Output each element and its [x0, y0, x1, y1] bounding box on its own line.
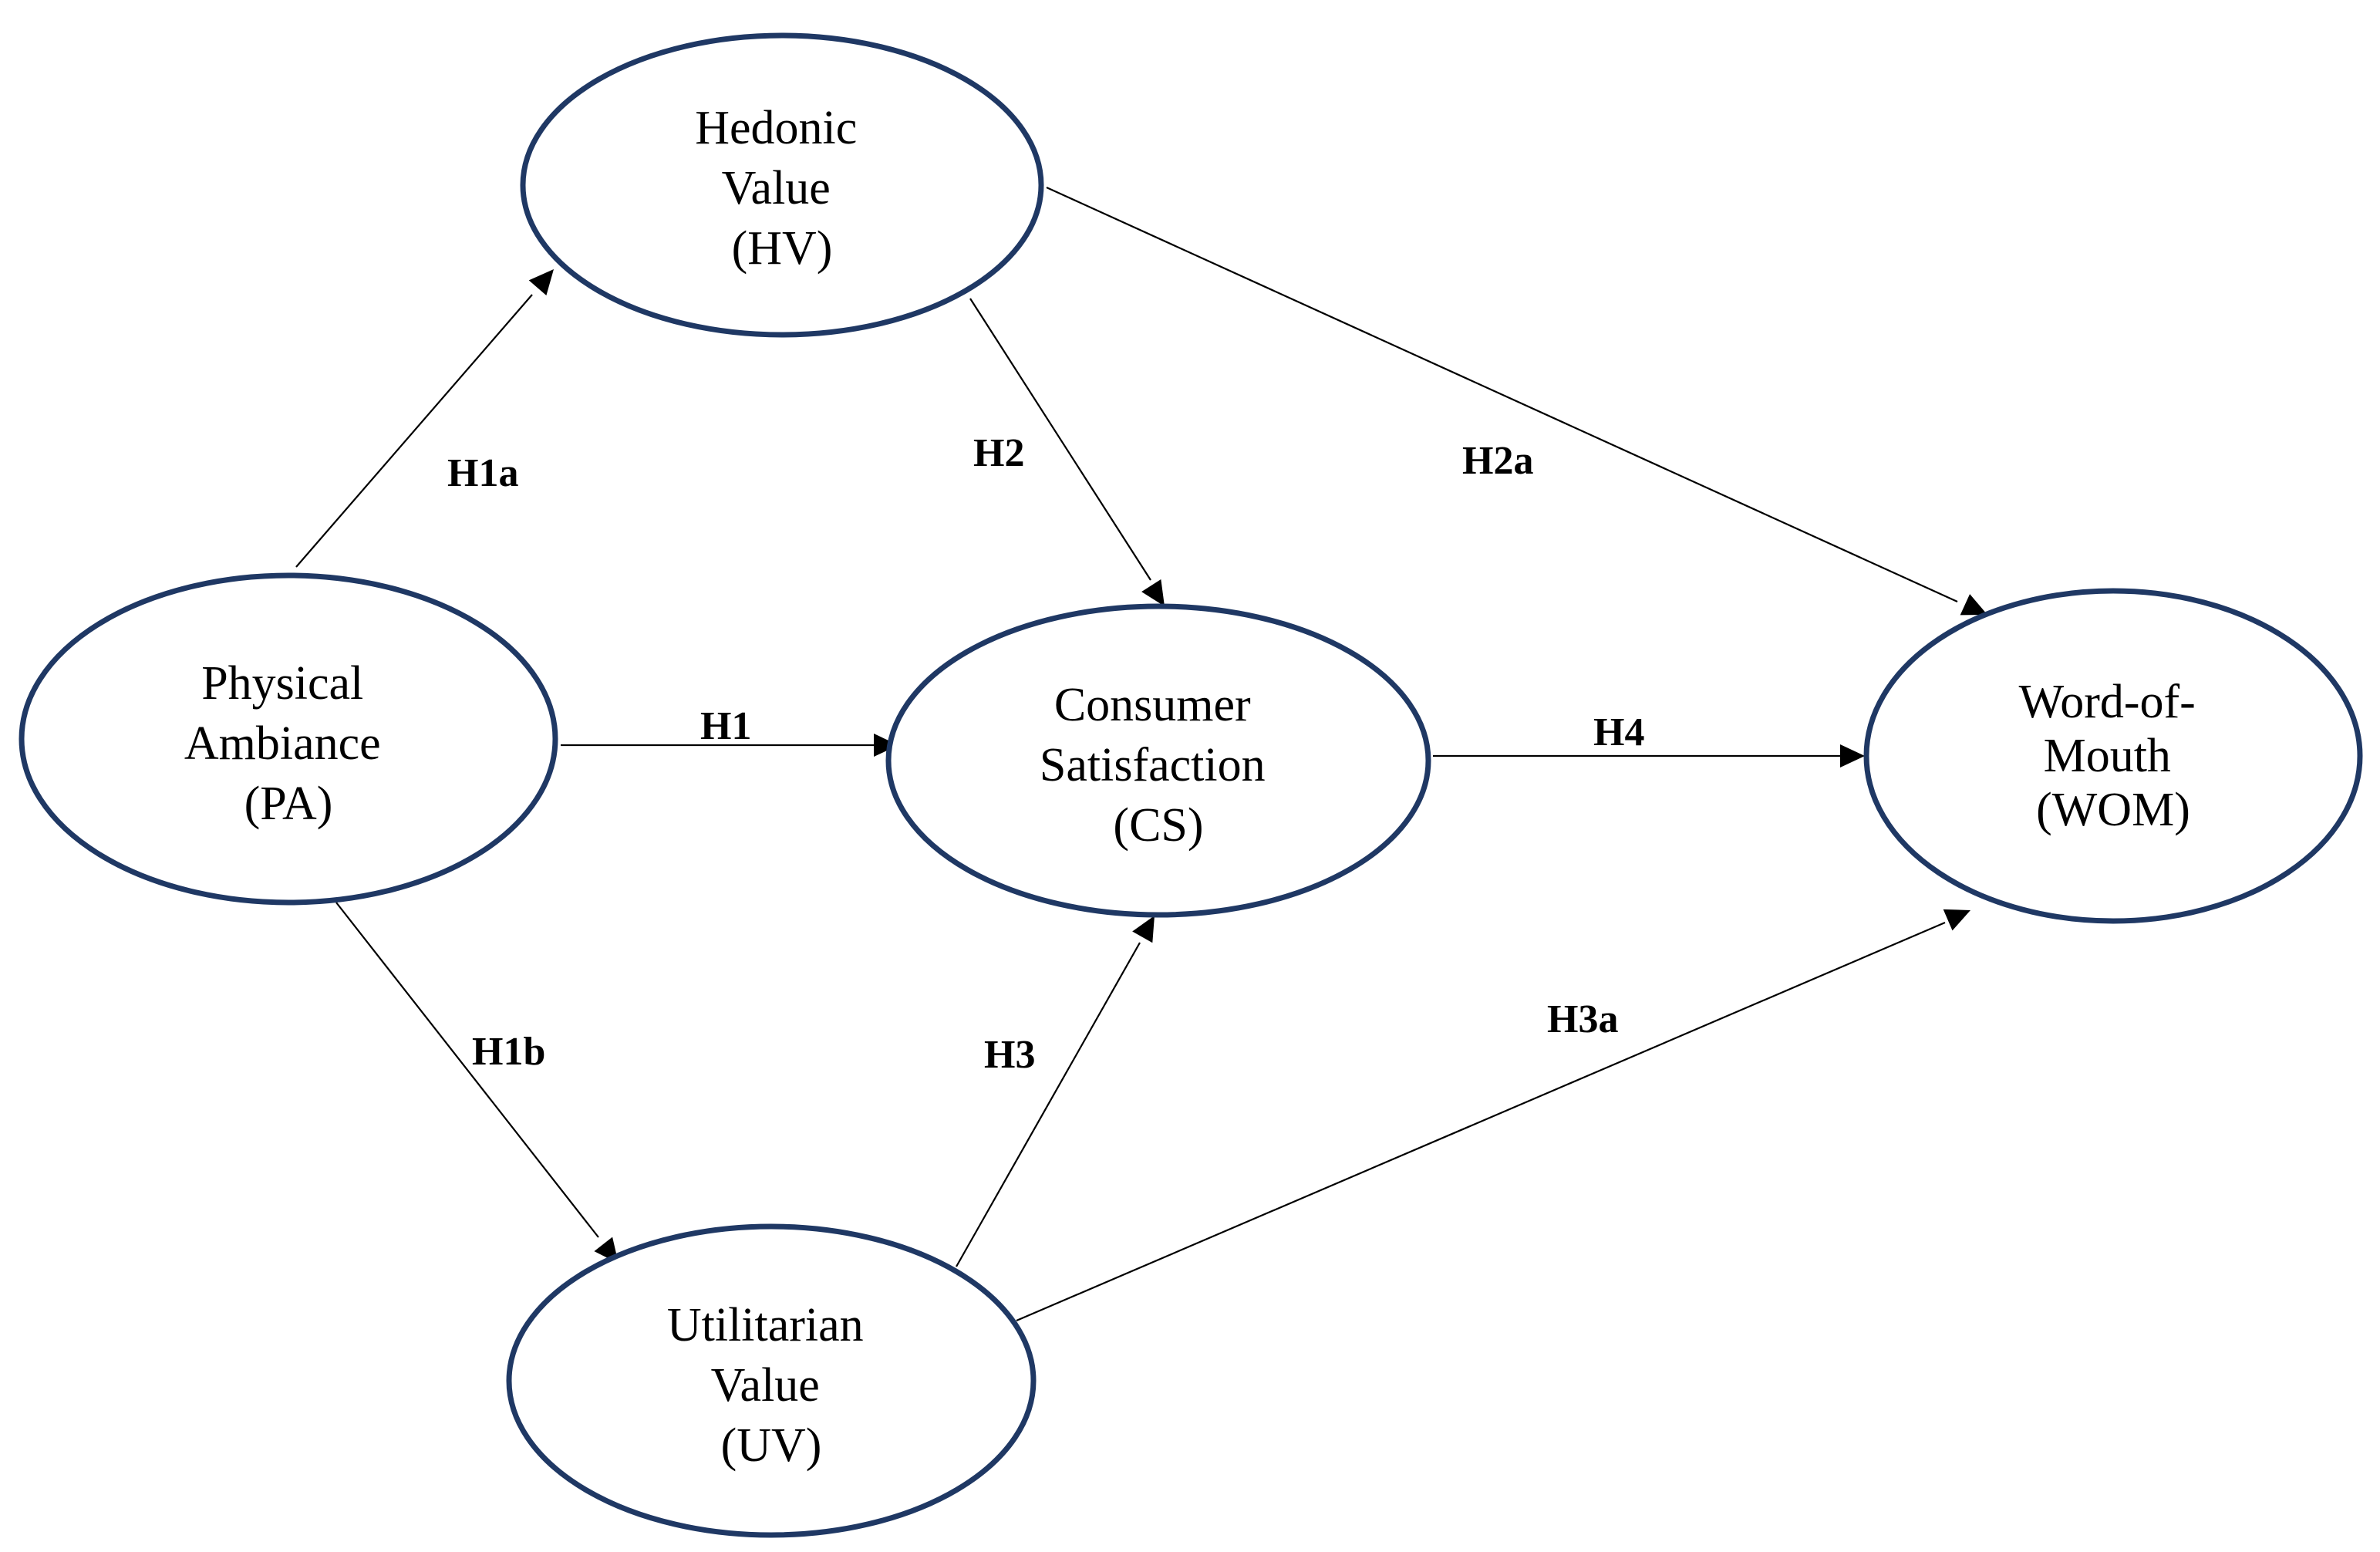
- arrowhead-h1: [874, 734, 898, 757]
- node-label-wom: Word-of- Mouth (WOM): [2019, 676, 2208, 836]
- edge-label-h4: H4: [1593, 710, 1644, 754]
- edge-h2: [969, 298, 1165, 606]
- arrowhead-h1a: [528, 269, 554, 296]
- node-label-line: Mouth: [2044, 730, 2171, 782]
- node-utilitarian-value: Utilitarian Value (UV): [506, 1223, 1037, 1538]
- arrow-line-h2a: [1046, 186, 1958, 603]
- node-label-line: (UV): [721, 1419, 822, 1472]
- node-label-line: Value: [722, 162, 831, 214]
- node-label-line: (PA): [244, 778, 333, 830]
- node-ellipse-uv: [506, 1223, 1037, 1538]
- arrow-line-h3a: [1016, 921, 1946, 1322]
- node-label-line: Satisfaction: [1040, 739, 1266, 791]
- node-label-line: (WOM): [2036, 784, 2190, 836]
- arrowhead-h2a: [1960, 594, 1987, 616]
- edge-label-h1b: H1b: [472, 1030, 545, 1074]
- arrowhead-h4: [1840, 744, 1865, 768]
- arrowhead-h2: [1141, 579, 1165, 606]
- edge-h1a: [295, 269, 554, 568]
- arrow-line-h1a: [295, 294, 533, 568]
- node-label-pa: Physical Ambiance (PA): [184, 657, 393, 830]
- node-label-hv: Hedonic Value (HV): [695, 102, 869, 275]
- edge-label-h3a: H3a: [1547, 997, 1618, 1041]
- node-label-line: Value: [711, 1359, 820, 1412]
- arrow-line-h1b: [335, 902, 599, 1238]
- arrowhead-h3: [1132, 916, 1155, 943]
- edge-h1b: [335, 902, 619, 1264]
- node-label-line: (CS): [1113, 799, 1203, 852]
- node-ellipse-cs: [885, 603, 1431, 918]
- arrowhead-h3a: [1943, 909, 1970, 931]
- edge-label-h1: H1: [700, 704, 751, 748]
- node-label-line: Word-of-: [2019, 676, 2196, 728]
- arrow-line-h2: [969, 298, 1151, 581]
- node-label-uv: Utilitarian Value (UV): [667, 1299, 875, 1472]
- node-ellipse-wom: [1863, 588, 2363, 924]
- edge-h2a: [1046, 186, 1987, 616]
- node-hedonic-value: Hedonic Value (HV): [520, 32, 1044, 338]
- edge-h3a: [1016, 909, 1970, 1322]
- edge-label-h2a: H2a: [1462, 439, 1533, 483]
- node-ellipse-hv: [520, 32, 1044, 338]
- node-label-line: Ambiance: [184, 717, 381, 770]
- edge-h1: [561, 734, 898, 757]
- node-label-line: (HV): [732, 222, 833, 275]
- edge-label-h3: H3: [984, 1033, 1035, 1077]
- node-label-cs: Consumer Satisfaction (CS): [1040, 679, 1277, 852]
- node-ellipse-pa: [19, 572, 558, 906]
- edge-h3: [956, 916, 1155, 1267]
- node-physical-ambiance: Physical Ambiance (PA): [19, 572, 558, 906]
- arrow-line-h3: [956, 942, 1141, 1267]
- node-label-line: Utilitarian: [667, 1299, 864, 1351]
- edge-label-h1a: H1a: [447, 451, 518, 495]
- node-word-of-mouth: Word-of- Mouth (WOM): [1863, 588, 2363, 924]
- edge-h4: [1433, 744, 1865, 768]
- node-label-line: Physical: [201, 657, 363, 710]
- edge-label-h2: H2: [973, 431, 1024, 475]
- node-label-line: Hedonic: [695, 102, 857, 154]
- node-label-line: Consumer: [1054, 679, 1251, 731]
- node-consumer-satisfaction: Consumer Satisfaction (CS): [885, 603, 1431, 918]
